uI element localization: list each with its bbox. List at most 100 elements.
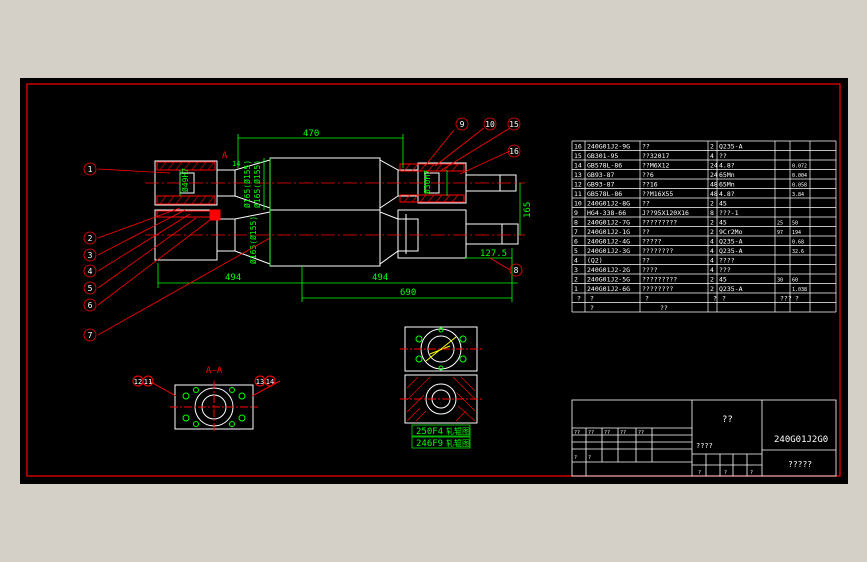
bom-cell-mat: Q235-A — [719, 285, 743, 293]
roll-label-upper: 250F4 — [416, 427, 443, 437]
bom-header-w2: ? — [795, 295, 799, 303]
bom-header-qty: ? — [713, 295, 717, 303]
bom-cell-mat: ?? — [719, 152, 727, 160]
lower-roll-body — [269, 209, 381, 267]
roll-labels: 250F4 轧辊图 246F9 轧辊图 — [411, 424, 471, 449]
bom-header-code: ? — [590, 295, 594, 303]
section-label: A—A — [206, 366, 223, 376]
balloon-1: 1 — [88, 165, 93, 174]
bom-cell-no: 10 — [574, 200, 582, 208]
bom-cell-name: ??16 — [642, 181, 658, 189]
bom-cell-name: ?? — [642, 228, 650, 236]
bom-cell-code: 240G01J2-7G — [587, 219, 630, 227]
bom-cell-code: GB301-95 — [587, 152, 618, 160]
bom-cell-no: 16 — [574, 143, 582, 151]
dim-690: 690 — [400, 288, 416, 298]
bom-cell-no: 9 — [574, 209, 578, 217]
tb-label-1: ?? — [574, 430, 580, 436]
balloon-3: 3 — [88, 251, 93, 260]
balloon-8: 8 — [514, 266, 519, 275]
bom-cell-w2: 0.058 — [792, 183, 807, 189]
bom-cell-no: 6 — [574, 238, 578, 246]
bom-cell-code: 240G01J2-3G — [587, 247, 630, 255]
bom-cell-code: 240G01J2-9G — [587, 143, 630, 151]
roll-label-upper-suffix: 轧辊图 — [446, 426, 470, 436]
bom-cell-name: ????????? — [642, 219, 677, 227]
dim-470: 470 — [303, 129, 319, 139]
bom-cell-code: GB93-87 — [587, 171, 614, 179]
bom-cell-code: GB93-87 — [587, 181, 614, 189]
bom-header-name: ? — [645, 295, 649, 303]
balloon-11: 11 — [144, 378, 152, 386]
bom-cell-mat: 65Mn — [719, 181, 735, 189]
dim-14: 14 — [232, 160, 240, 168]
bom-cell-name: ?? — [642, 143, 650, 151]
bom-cell-no: 2 — [574, 276, 578, 284]
bom-cell-qty: 8 — [710, 209, 714, 217]
bom-cell-name: ??32017 — [642, 152, 669, 160]
bom-cell-mat: 65Mn — [719, 171, 735, 179]
balloon-6: 6 — [88, 301, 93, 310]
bom-cell-w2: 32.6 — [792, 249, 804, 255]
bom-cell-name: ????? — [642, 238, 662, 246]
bom-header-r2: ?? — [660, 304, 668, 312]
bom-cell-no: 15 — [574, 152, 582, 160]
drawing-sheet: 470 494 494 690 127.5 14 165 Ø49H7 Ø165(… — [20, 78, 848, 484]
bom-cell-w1: 30 — [777, 278, 783, 284]
dimension-lines — [157, 134, 521, 302]
bom-cell-code: 240G01J2-8G — [587, 200, 630, 208]
hatch-lines — [159, 161, 459, 205]
bom-cell-name: ????????? — [642, 276, 677, 284]
bom-header-r1: ? — [590, 304, 594, 312]
bom-cell-name: ???????? — [642, 247, 673, 255]
bom-cell-qty: 4 — [710, 238, 714, 246]
balloons — [83, 117, 523, 342]
bom-cell-code: 240G01J2-1G — [587, 228, 630, 236]
side-view — [400, 326, 482, 424]
seal-left — [209, 209, 221, 221]
bom-cell-mat: 45 — [719, 276, 727, 284]
bom-cell-qty: 24 — [710, 171, 718, 179]
dim-dia-right: Ø30H7 — [422, 170, 432, 194]
tb-label-2: ?? — [588, 430, 594, 436]
bom-cell-qty: 2 — [710, 200, 714, 208]
bom-cell-w2: 1.038 — [792, 287, 807, 293]
bom-cell-code: 240G01J2-6G — [587, 285, 630, 293]
balloon-12: 12 — [134, 378, 142, 386]
bom-cell-code: (Q2) — [587, 257, 603, 265]
drawing-number: 240G01J2G0 — [774, 435, 828, 445]
bom-cell-mat: ???-1 — [719, 209, 739, 217]
bom-cell-code: GB578L-86 — [587, 190, 622, 198]
drawing-frame — [26, 83, 841, 477]
bom-cell-w2: 50 — [792, 221, 798, 227]
bom-cell-mat: Q235-A — [719, 143, 743, 151]
section-texts: A—A 12 11 13 14 — [134, 366, 274, 386]
balloon-4: 4 — [88, 267, 93, 276]
bom-cell-code: HG4-338-66 — [587, 209, 626, 217]
bom-cell-mat: 45 — [719, 219, 727, 227]
hatch-housing-right-top — [399, 163, 465, 172]
bom-cell-w1: 25 — [777, 221, 783, 227]
bom-cell-name: ?? — [642, 200, 650, 208]
bom-cell-w2: 0.004 — [792, 173, 807, 179]
tb-label-3: ?? — [604, 430, 610, 436]
bom-cell-w2: 0.68 — [792, 240, 804, 246]
roll-label-lower-suffix: 轧辊图 — [446, 438, 470, 448]
roll-label-lower: 246F9 — [416, 439, 443, 449]
lower-roll-taper-right — [379, 211, 399, 265]
bom-cell-no: 11 — [574, 190, 582, 198]
bom-cell-qty: 4 — [710, 247, 714, 255]
bom-cell-name: ??M16X55 — [642, 190, 673, 198]
bom-cell-qty: 4 — [710, 152, 714, 160]
bom-cell-code: 240G01J2-5G — [587, 276, 630, 284]
section-view-a — [132, 375, 281, 433]
balloon-7: 7 — [88, 331, 93, 340]
tb-mid-1: ? — [574, 455, 577, 461]
scale-label: ???? — [696, 442, 713, 450]
side-lower-hatch — [406, 376, 476, 422]
bom-cell-w2: 194 — [792, 230, 801, 236]
lower-roll-taper-left — [234, 211, 271, 265]
bom-cell-no: 5 — [574, 247, 578, 255]
bom-cell-qty: 48 — [710, 190, 718, 198]
dim-dia-mid2: Ø165(Ø155) — [252, 160, 262, 208]
